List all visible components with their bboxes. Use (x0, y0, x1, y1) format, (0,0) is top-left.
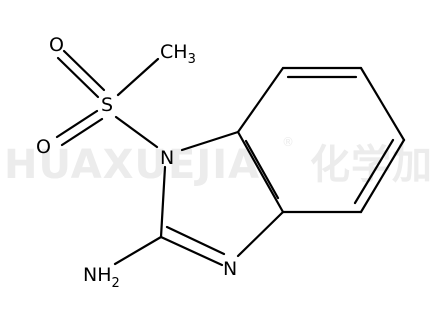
bond-c6-c5 (359, 66, 406, 142)
watermark-registered: ® (282, 135, 294, 149)
atom-n1: N (160, 147, 174, 169)
bond-s-o-top-b (56, 56, 100, 99)
bond-c5-c4-inner (353, 138, 395, 205)
bonds (55, 49, 406, 267)
bond-c2-nh2 (113, 235, 163, 266)
bond-c2-n3-a (159, 235, 224, 267)
atom-s: S (101, 94, 113, 116)
atom-nh2: NH2 (83, 264, 120, 291)
bond-c3a-c7a (236, 130, 285, 214)
bond-n1-c7a (180, 130, 240, 152)
watermark: HUAXUEJIA ® 化学加 (4, 135, 433, 188)
atom-nh2-sub: 2 (112, 276, 120, 291)
bond-s-o-bottom-a (55, 109, 99, 139)
atom-o-top: O (49, 34, 64, 56)
bond-c5-c4 (359, 138, 406, 214)
bond-s-o-bottom-b (60, 117, 104, 147)
bond-s-ch3 (116, 57, 160, 97)
bond-c2-n3-b (165, 225, 226, 256)
atom-ch3-main: CH (160, 41, 188, 63)
bond-s-n1 (114, 115, 159, 149)
watermark-latin: HUAXUEJIA (4, 142, 260, 188)
watermark-chinese: 化学加 (310, 142, 433, 188)
atom-labels: O O S CH3 N N NH2 (36, 34, 237, 291)
atom-ch3-sub: 3 (188, 52, 196, 67)
bond-n3-c3a (236, 210, 285, 258)
bond-c3a-c7a-inner (244, 139, 280, 200)
atom-nh2-main: NH (83, 264, 112, 286)
bond-c7a-c7 (236, 66, 285, 134)
atom-ch3: CH3 (160, 41, 196, 67)
bond-s-o-top-a (62, 49, 106, 92)
atom-o-bottom: O (36, 136, 51, 158)
atom-n3: N (223, 258, 237, 280)
bond-n1-c2 (159, 165, 167, 239)
